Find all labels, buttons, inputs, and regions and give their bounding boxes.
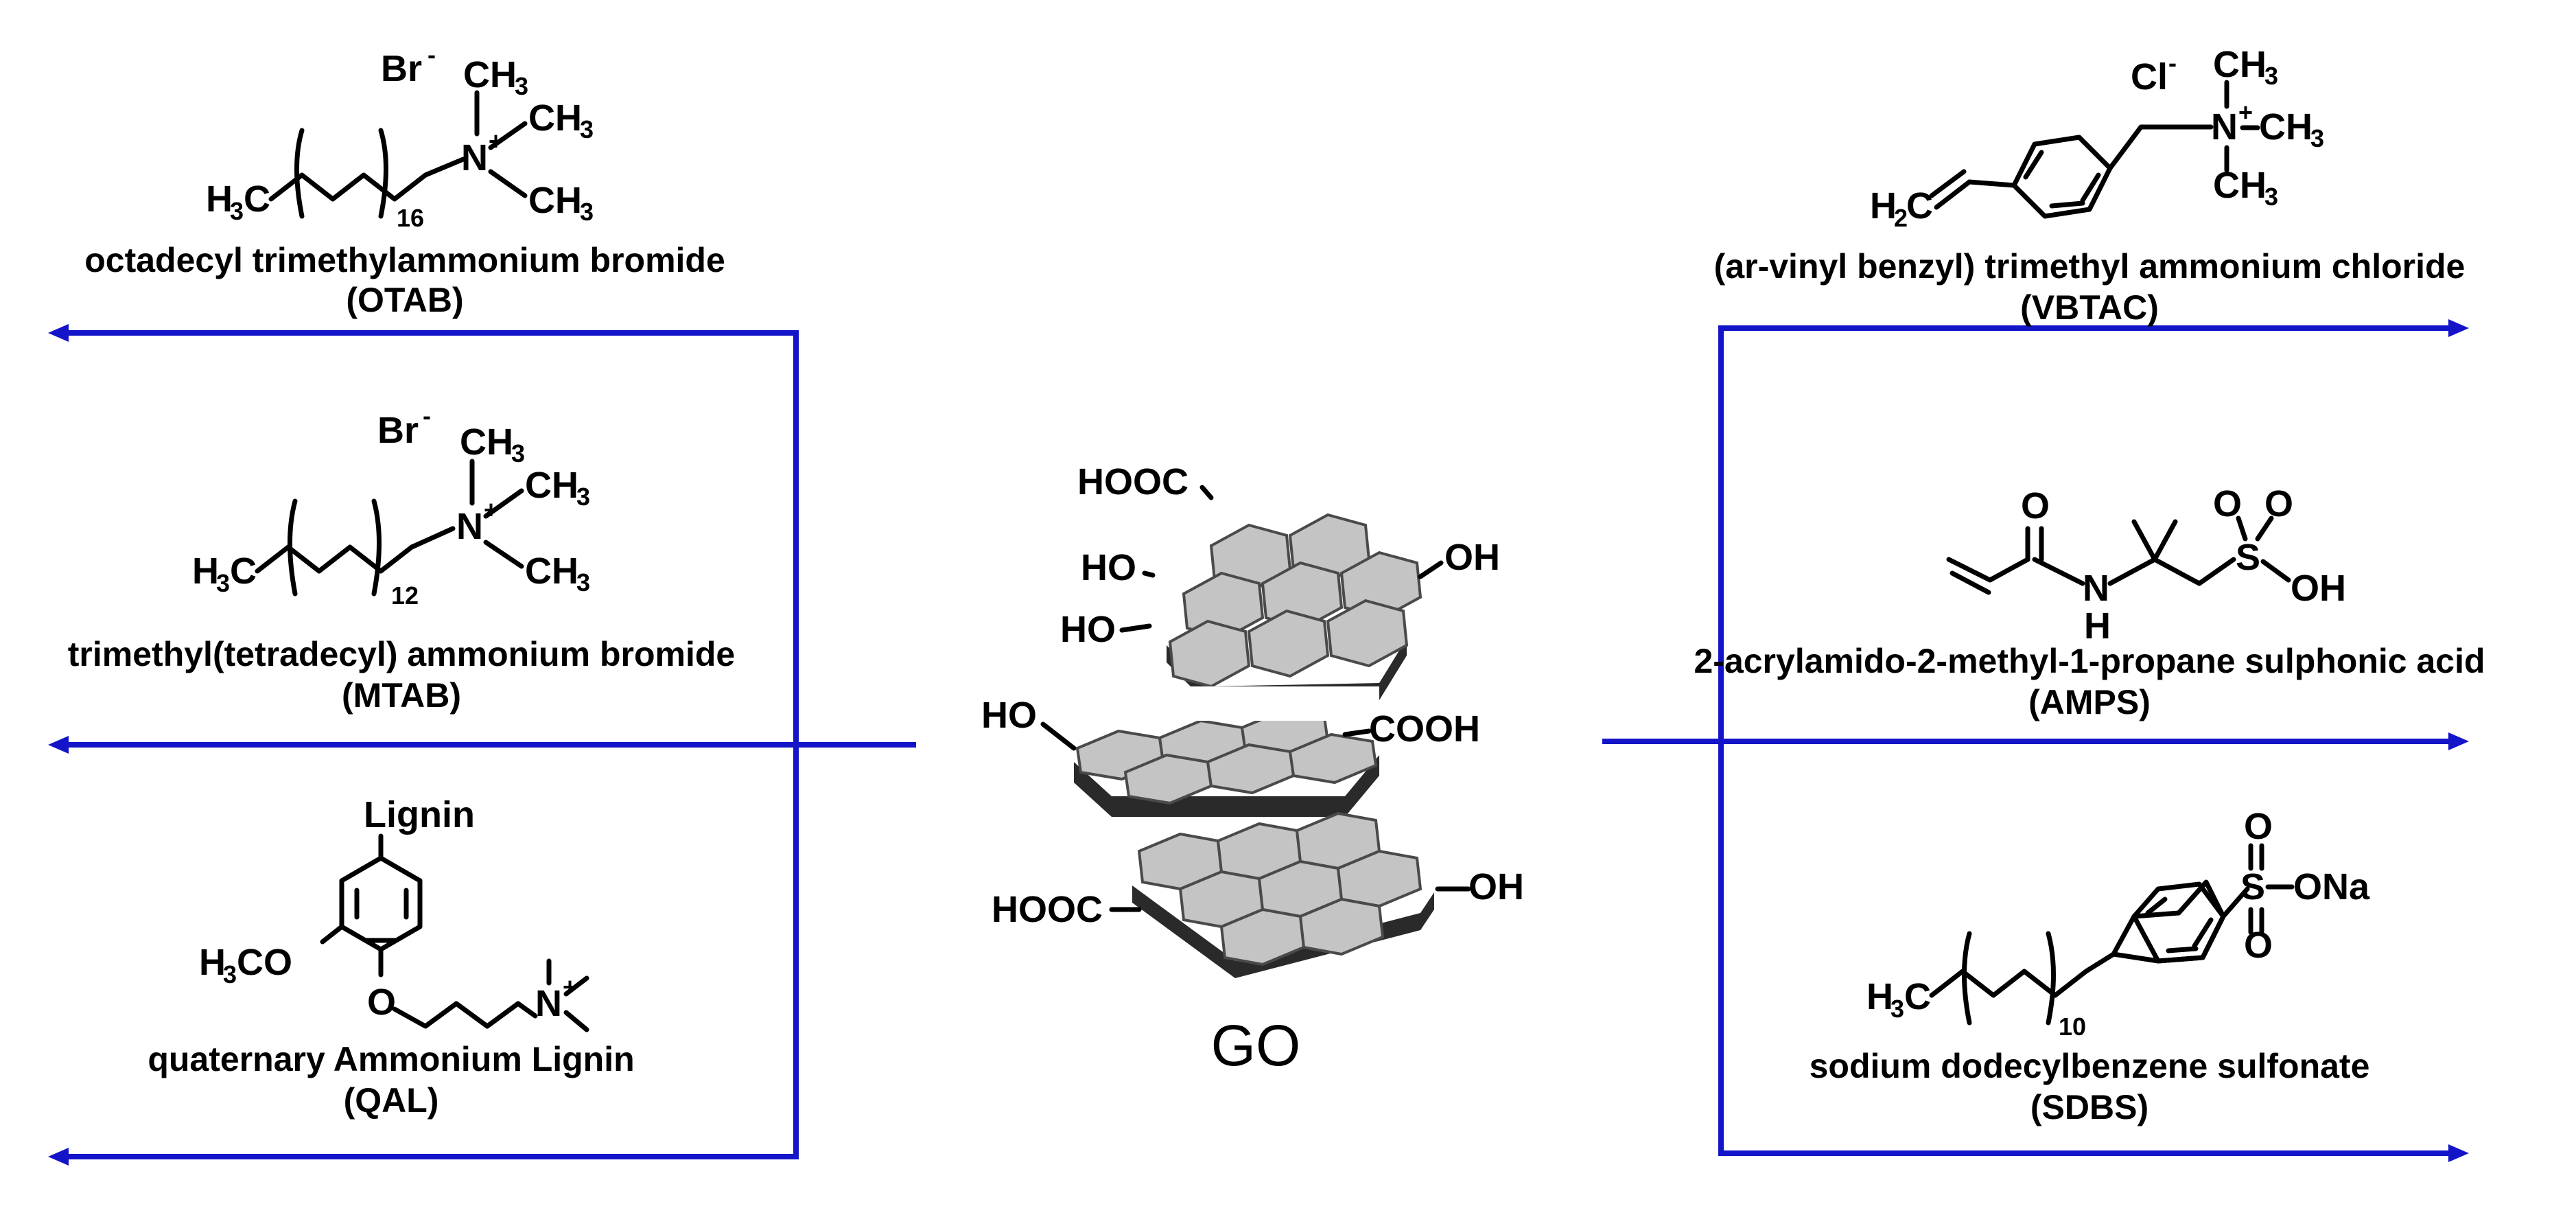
- go-group-ho-mid: HO: [981, 695, 1037, 736]
- vbtac-abbr: (VBTAC): [2020, 288, 2159, 327]
- svg-text:CO: CO: [237, 942, 292, 983]
- go-sheet-bottom: [1132, 811, 1434, 978]
- svg-text:CH: CH: [2213, 165, 2267, 206]
- svg-text:O: O: [2021, 485, 2050, 526]
- svg-text:H: H: [1870, 185, 1897, 227]
- go-group-oh-bottom: OH: [1468, 866, 1524, 907]
- go-sheet-top: [1167, 513, 1422, 704]
- sdbs-repeat-count: 10: [2059, 1012, 2086, 1041]
- go-structure: HOOC HO HO OH HO COOH HOOC OH GO: [981, 461, 1524, 1078]
- svg-text:2: 2: [1894, 204, 1908, 232]
- go-group-ho-2: HO: [1060, 609, 1116, 650]
- otab-repeat-count: 16: [397, 204, 424, 232]
- svg-text:3: 3: [576, 568, 590, 597]
- svg-text:3: 3: [1890, 995, 1904, 1023]
- svg-text:3: 3: [230, 197, 244, 225]
- svg-text:3: 3: [223, 960, 237, 988]
- svg-text:C: C: [230, 551, 257, 592]
- go-label: GO: [1211, 1013, 1301, 1078]
- svg-text:CH: CH: [2259, 106, 2312, 148]
- svg-text:H: H: [192, 551, 219, 592]
- qal-lignin-label: Lignin: [364, 794, 475, 835]
- svg-text:CH: CH: [528, 97, 582, 139]
- svg-text:+: +: [2238, 98, 2253, 126]
- svg-text:3: 3: [511, 439, 525, 467]
- svg-text:O: O: [2244, 925, 2273, 966]
- mtab-repeat-count: 12: [391, 581, 419, 610]
- otab-abbr: (OTAB): [346, 281, 463, 319]
- go-group-cooh-mid: COOH: [1369, 708, 1480, 750]
- sdbs-abbr: (SDBS): [2030, 1088, 2148, 1126]
- vbtac-name: (ar-vinyl benzyl) trimethyl ammonium chl…: [1714, 247, 2466, 286]
- vbtac-structure: Cl - H2C N+ CH3 CH3 CH3 (ar-vinyl benzyl…: [1714, 44, 2466, 327]
- svg-text:CH: CH: [528, 180, 582, 221]
- svg-text:C: C: [1906, 185, 1933, 227]
- otab-counterion: Br: [381, 48, 422, 89]
- svg-text:3: 3: [576, 483, 590, 511]
- svg-text:H: H: [1866, 976, 1893, 1017]
- amps-structure: O N H S O O OH 2-acrylamido-2-methyl-1-p…: [1694, 483, 2485, 721]
- svg-text:O: O: [2264, 483, 2293, 524]
- left-arrow-group: [48, 324, 916, 1166]
- go-group-hooc-bottom: HOOC: [992, 889, 1103, 930]
- svg-text:3: 3: [2264, 62, 2278, 90]
- svg-text:S: S: [2236, 537, 2260, 578]
- svg-text:H: H: [206, 178, 233, 220]
- svg-text:3: 3: [515, 72, 528, 100]
- go-group-ho-1: HO: [1081, 547, 1136, 588]
- sdbs-end-group: ONa: [2293, 866, 2370, 907]
- svg-text:3: 3: [2310, 124, 2324, 152]
- svg-text:-: -: [428, 40, 436, 69]
- svg-text:N: N: [2083, 568, 2109, 609]
- svg-text:-: -: [423, 402, 431, 430]
- svg-text:C: C: [244, 178, 270, 220]
- svg-text:O: O: [2213, 483, 2242, 524]
- svg-text:C: C: [1904, 976, 1931, 1017]
- mtab-abbr: (MTAB): [342, 676, 461, 715]
- svg-text:3: 3: [216, 569, 230, 597]
- svg-text:3: 3: [580, 198, 594, 226]
- go-sheet-middle: [1074, 686, 1379, 817]
- svg-text:CH: CH: [460, 421, 513, 463]
- amps-name: 2-acrylamido-2-methyl-1-propane sulphoni…: [1694, 642, 2485, 680]
- svg-text:CH: CH: [463, 54, 517, 95]
- amps-abbr: (AMPS): [2028, 683, 2151, 721]
- svg-text:3: 3: [2264, 183, 2278, 211]
- qal-name: quaternary Ammonium Lignin: [148, 1040, 634, 1078]
- go-group-oh-top: OH: [1444, 537, 1500, 578]
- svg-text:O: O: [367, 982, 396, 1023]
- svg-text:N: N: [2211, 106, 2238, 148]
- svg-text:N: N: [456, 506, 483, 547]
- svg-text:H: H: [199, 942, 226, 983]
- go-group-hooc-top: HOOC: [1077, 461, 1189, 502]
- otab-name: octadecyl trimethylammonium bromide: [84, 241, 725, 279]
- svg-text:3: 3: [580, 115, 594, 143]
- vbtac-counterion: Cl: [2131, 56, 2168, 97]
- svg-text:CH: CH: [525, 465, 578, 506]
- svg-text:OH: OH: [2291, 568, 2346, 609]
- svg-text:S: S: [2240, 866, 2265, 907]
- qal-abbr: (QAL): [344, 1081, 439, 1120]
- svg-text:CH: CH: [2213, 44, 2267, 85]
- svg-text:-: -: [2168, 49, 2177, 77]
- svg-text:H: H: [2084, 605, 2111, 647]
- mtab-name: trimethyl(tetradecyl) ammonium bromide: [68, 635, 735, 673]
- sdbs-name: sodium dodecylbenzene sulfonate: [1810, 1047, 2370, 1085]
- svg-text:CH: CH: [525, 551, 578, 592]
- right-arrow-group: [1602, 319, 2469, 1162]
- svg-text:N: N: [535, 983, 562, 1024]
- svg-text:N: N: [461, 137, 488, 178]
- mtab-counterion: Br: [377, 410, 419, 451]
- svg-text:O: O: [2244, 806, 2273, 847]
